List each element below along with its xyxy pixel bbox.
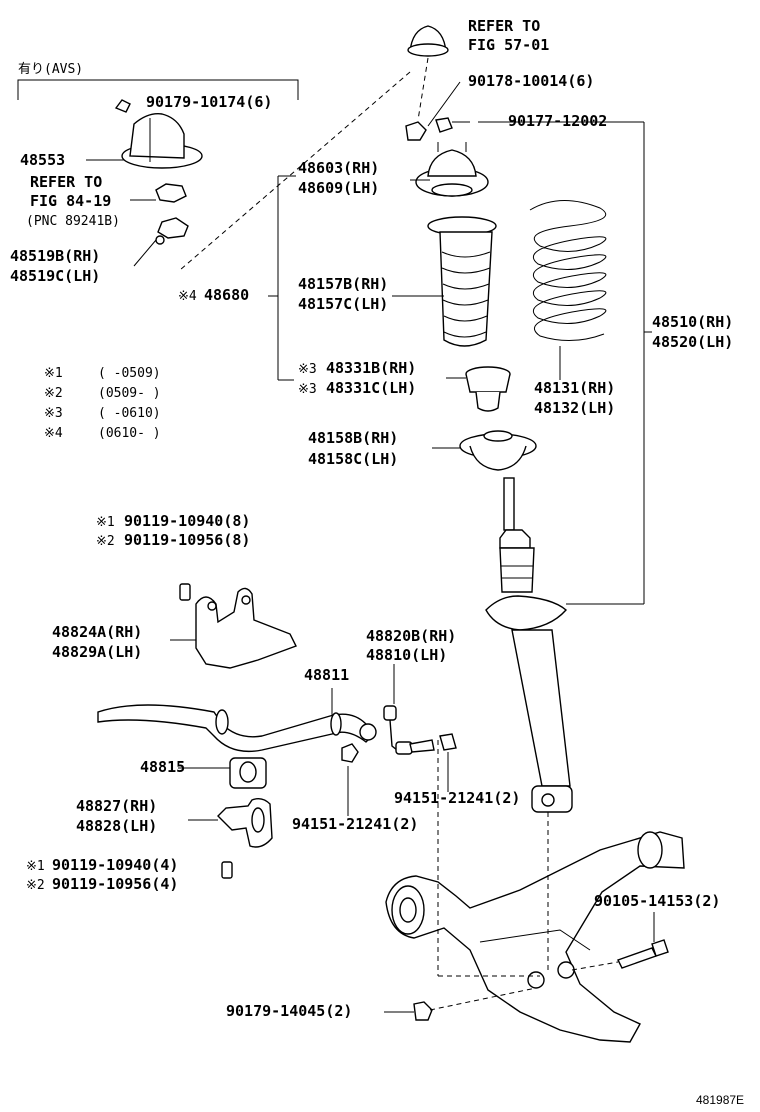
legend-range-1: ( -0509) (98, 366, 161, 381)
legend-mark-3: ※3 (44, 406, 63, 421)
part-48157c[interactable]: 48157C(LH) (298, 295, 389, 313)
part-48810[interactable]: 48810(LH) (366, 646, 448, 664)
part-48815[interactable]: 48815 (140, 758, 186, 776)
legend-mark-4: ※4 (44, 426, 63, 441)
part-48158b[interactable]: 48158B(RH) (308, 429, 399, 447)
mark-3-label-a: ※3 (298, 362, 317, 377)
part-90179-14045[interactable]: 90179-14045(2) (226, 1002, 353, 1020)
part-48811[interactable]: 48811 (304, 666, 350, 684)
part-48157b[interactable]: 48157B(RH) (298, 275, 389, 293)
upper-support (415, 142, 489, 197)
mark-1-label-bot: ※1 (26, 859, 45, 874)
legend-range-3: ( -0610) (98, 406, 161, 421)
part-48519c[interactable]: 48519C(LH) (10, 267, 101, 285)
part-48520[interactable]: 48520(LH) (652, 333, 734, 351)
part-48827[interactable]: 48827(RH) (76, 797, 158, 815)
coil-spring (529, 199, 607, 342)
refer-fig-84-number: FIG 84-19 (30, 192, 112, 210)
legend-mark-2: ※2 (44, 386, 63, 401)
dust-boot (427, 216, 497, 347)
shock-absorber (485, 477, 573, 813)
part-90105-14153[interactable]: 90105-14153(2) (594, 892, 721, 910)
part-48820b[interactable]: 48820B(RH) (366, 627, 457, 645)
bump-stopper (465, 366, 511, 412)
legend-range-4: (0610- ) (98, 426, 161, 441)
refer-fig-57-number: FIG 57-01 (468, 36, 550, 54)
avs-actuator (114, 99, 203, 245)
stabilizer-link (383, 705, 457, 755)
bolt-90105 (617, 939, 669, 969)
nut-94151 (341, 743, 359, 763)
figure-id: 481987E (696, 1093, 745, 1107)
part-48158c[interactable]: 48158C(LH) (308, 450, 399, 468)
stabilizer-bracket-upper (179, 583, 297, 669)
bushing-bracket (217, 797, 273, 879)
legend-range-2: (0509- ) (98, 386, 161, 401)
part-48331c[interactable]: 48331C(LH) (326, 379, 417, 397)
part-48828[interactable]: 48828(LH) (76, 817, 158, 835)
part-48510[interactable]: 48510(RH) (652, 313, 734, 331)
stabilizer-bushing (229, 757, 267, 789)
part-48824a[interactable]: 48824A(RH) (52, 623, 143, 641)
part-48680[interactable]: 48680 (204, 286, 250, 304)
part-90119-10940-bot[interactable]: 90119-10940(4) (52, 856, 179, 874)
lower-control-arm (385, 831, 685, 1043)
part-48132[interactable]: 48132(LH) (534, 399, 616, 417)
refer-fig-84-label: REFER TO (30, 173, 103, 191)
spring-seat (459, 430, 537, 471)
mark-4-label: ※4 (178, 289, 197, 304)
mark-2-label-top: ※2 (96, 534, 115, 549)
part-94151-right[interactable]: 94151-21241(2) (394, 789, 521, 807)
refer-pnc-label: (PNC 89241B) (26, 214, 120, 229)
legend-mark-1: ※1 (44, 366, 63, 381)
nut-90178 (405, 121, 427, 141)
part-90179-10174[interactable]: 90179-10174(6) (146, 93, 273, 111)
mark-3-label-b: ※3 (298, 382, 317, 397)
mark-1-label-top: ※1 (96, 515, 115, 530)
upper-mount-cap (407, 25, 449, 57)
part-48603[interactable]: 48603(RH) (298, 159, 380, 177)
mark-2-label-bot: ※2 (26, 878, 45, 893)
part-90178-10014[interactable]: 90178-10014(6) (468, 72, 595, 90)
part-48331b[interactable]: 48331B(RH) (326, 359, 417, 377)
part-90119-10956-top[interactable]: 90119-10956(8) (124, 531, 251, 549)
part-48829a[interactable]: 48829A(LH) (52, 643, 143, 661)
avs-bracket-label: 有り(AVS) (18, 62, 84, 77)
nut-90179-14045 (413, 1001, 433, 1021)
part-48609[interactable]: 48609(LH) (298, 179, 380, 197)
part-90119-10956-bot[interactable]: 90119-10956(4) (52, 875, 179, 893)
part-48519b[interactable]: 48519B(RH) (10, 247, 101, 265)
part-94151-left[interactable]: 94151-21241(2) (292, 815, 419, 833)
part-48131[interactable]: 48131(RH) (534, 379, 616, 397)
part-90177-12002[interactable]: 90177-12002 (508, 112, 608, 130)
stabilizer-bar (97, 704, 377, 753)
refer-fig-57-label: REFER TO (468, 17, 541, 35)
nut-90177 (435, 117, 453, 133)
part-48553[interactable]: 48553 (20, 151, 66, 169)
part-90119-10940-top[interactable]: 90119-10940(8) (124, 512, 251, 530)
